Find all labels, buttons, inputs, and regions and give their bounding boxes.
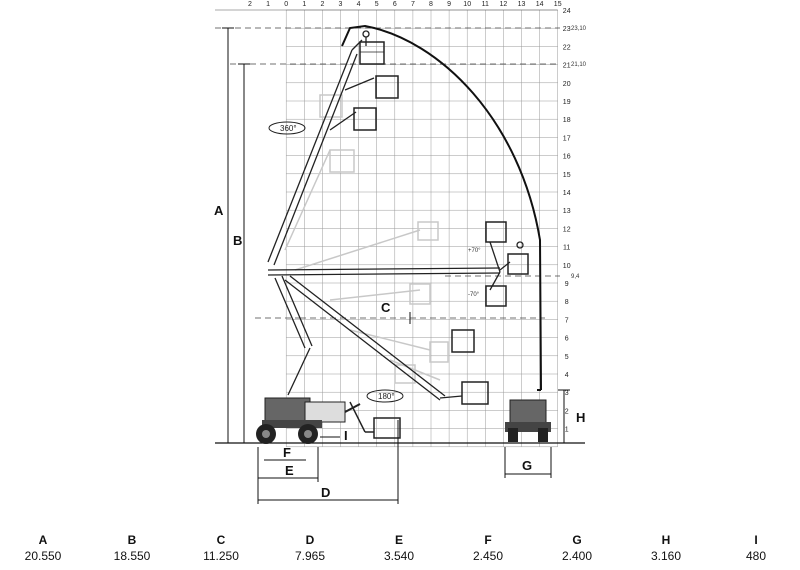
spec-c: C 11.250: [191, 532, 251, 564]
right-scale-tick-label: 10: [563, 263, 571, 270]
top-scale-tick-label: 1: [266, 1, 270, 8]
top-scale-tick-label: 15: [554, 1, 562, 8]
dimension-a-label: A: [214, 203, 224, 218]
dimension-i-label: I: [344, 428, 348, 443]
spec-value: 11.250: [203, 549, 239, 563]
top-scale-tick-label: 2: [248, 1, 252, 8]
top-scale-tick-label: 3: [339, 1, 343, 8]
spec-key: C: [216, 533, 226, 547]
machine-chassis: [256, 397, 401, 444]
boom-down-position: [274, 275, 489, 405]
right-scale-tick-label: 19: [563, 99, 571, 106]
platform-height-label: 21,10: [571, 62, 587, 68]
top-scale-tick-label: 11: [482, 1, 489, 8]
platform-down-angle: -70°: [468, 292, 480, 298]
right-scale-tick-label: 24: [563, 8, 571, 15]
dimension-f-label: F: [283, 445, 291, 460]
right-scale-tick-label: 2: [565, 408, 569, 415]
right-scale-tick-label: 14: [563, 190, 571, 197]
spec-i: I 480: [726, 532, 786, 564]
right-scale-tick-label: 20: [563, 81, 571, 88]
spec-key: D: [305, 533, 315, 547]
boom-top-position: [267, 30, 399, 266]
outreach-height-label: 9,4: [571, 274, 580, 280]
right-scale-tick-label: 3: [565, 390, 569, 397]
right-scale-tick-label: 15: [563, 172, 571, 179]
top-scale-tick-label: 7: [411, 1, 415, 8]
spec-value: 7.965: [294, 549, 326, 563]
machine-rear-view: [505, 399, 551, 442]
spec-key: G: [572, 533, 582, 547]
spec-value: 18.550: [113, 549, 151, 563]
right-scale-tick-label: 9: [565, 281, 569, 288]
platform-up-angle: +70°: [468, 248, 481, 254]
top-scale-tick-label: 5: [375, 1, 379, 8]
top-scale-tick-label: 0: [284, 1, 288, 8]
spec-key: A: [38, 533, 48, 547]
spec-e: E 3.540: [369, 532, 429, 564]
dimension-h-label: H: [576, 410, 585, 425]
right-scale-tick-label: 18: [563, 117, 571, 124]
ghost-positions: [284, 94, 449, 384]
right-scale-tick-label: 8: [565, 299, 569, 306]
spec-key: H: [661, 533, 671, 547]
spec-value: 2.400: [561, 549, 593, 563]
right-scale-tick-label: 11: [563, 245, 570, 252]
right-scale-tick-label: 23: [563, 26, 571, 33]
right-scale-tick-label: 5: [565, 354, 569, 361]
right-scale-tick-label: 22: [563, 44, 571, 51]
top-scale-tick-label: 13: [518, 1, 526, 8]
working-envelope: [341, 24, 542, 391]
spec-value: 480: [745, 549, 767, 563]
spec-f: F 2.450: [458, 532, 518, 564]
top-scale-tick-label: 1: [302, 1, 306, 8]
top-scale-tick-label: 2: [320, 1, 324, 8]
spec-value: 3.540: [383, 549, 415, 563]
spec-a: A 20.550: [13, 532, 73, 564]
boom-horizontal-position: [267, 221, 529, 307]
dimension-lines: [222, 27, 570, 504]
top-scale-tick-label: 10: [463, 1, 471, 8]
right-scale-tick-label: 7: [565, 317, 569, 324]
right-scale-tick-label: 17: [563, 135, 571, 142]
dimension-b-label: B: [233, 233, 242, 248]
dimension-g-label: G: [522, 458, 532, 473]
right-scale-tick-label: 4: [565, 372, 569, 379]
spec-key: B: [127, 533, 137, 547]
spec-g: G 2.400: [547, 532, 607, 564]
dimension-d-label: D: [321, 485, 330, 500]
spec-value: 3.160: [650, 549, 682, 563]
max-height-label: 23,10: [571, 26, 587, 32]
right-scale-tick-label: 12: [563, 226, 571, 233]
spec-key: I: [754, 533, 758, 547]
right-scale-tick-label: 13: [563, 208, 571, 215]
spec-key: F: [484, 533, 492, 547]
spec-d: D 7.965: [280, 532, 340, 564]
dimension-e-label: E: [285, 463, 294, 478]
jib-rotation-label: 180°: [378, 392, 395, 401]
top-scale-tick-label: 12: [500, 1, 508, 8]
dimension-c-label: C: [381, 300, 391, 315]
right-scale-tick-label: 21: [563, 63, 571, 70]
top-scale-tick-label: 9: [447, 1, 451, 8]
spec-value: 2.450: [472, 549, 504, 563]
top-scale-tick-label: 14: [536, 1, 544, 8]
turret-rotation-label: 360°: [280, 124, 297, 133]
spec-h: H 3.160: [636, 532, 696, 564]
right-scale-tick-label: 16: [563, 154, 571, 161]
right-scale-tick-label: 6: [565, 336, 569, 343]
spec-b: B 18.550: [102, 532, 162, 564]
right-scale-tick-label: 1: [565, 427, 569, 434]
specification-table: A 20.550 B 18.550 C 11.250 D 7.965 E 3.5…: [0, 532, 800, 568]
spec-value: 20.550: [24, 549, 62, 563]
top-scale-tick-label: 6: [393, 1, 397, 8]
spec-key: E: [394, 533, 403, 547]
top-scale-tick-label: 4: [357, 1, 361, 8]
top-scale-tick-label: 8: [429, 1, 433, 8]
rotation-indicators: [268, 121, 404, 403]
